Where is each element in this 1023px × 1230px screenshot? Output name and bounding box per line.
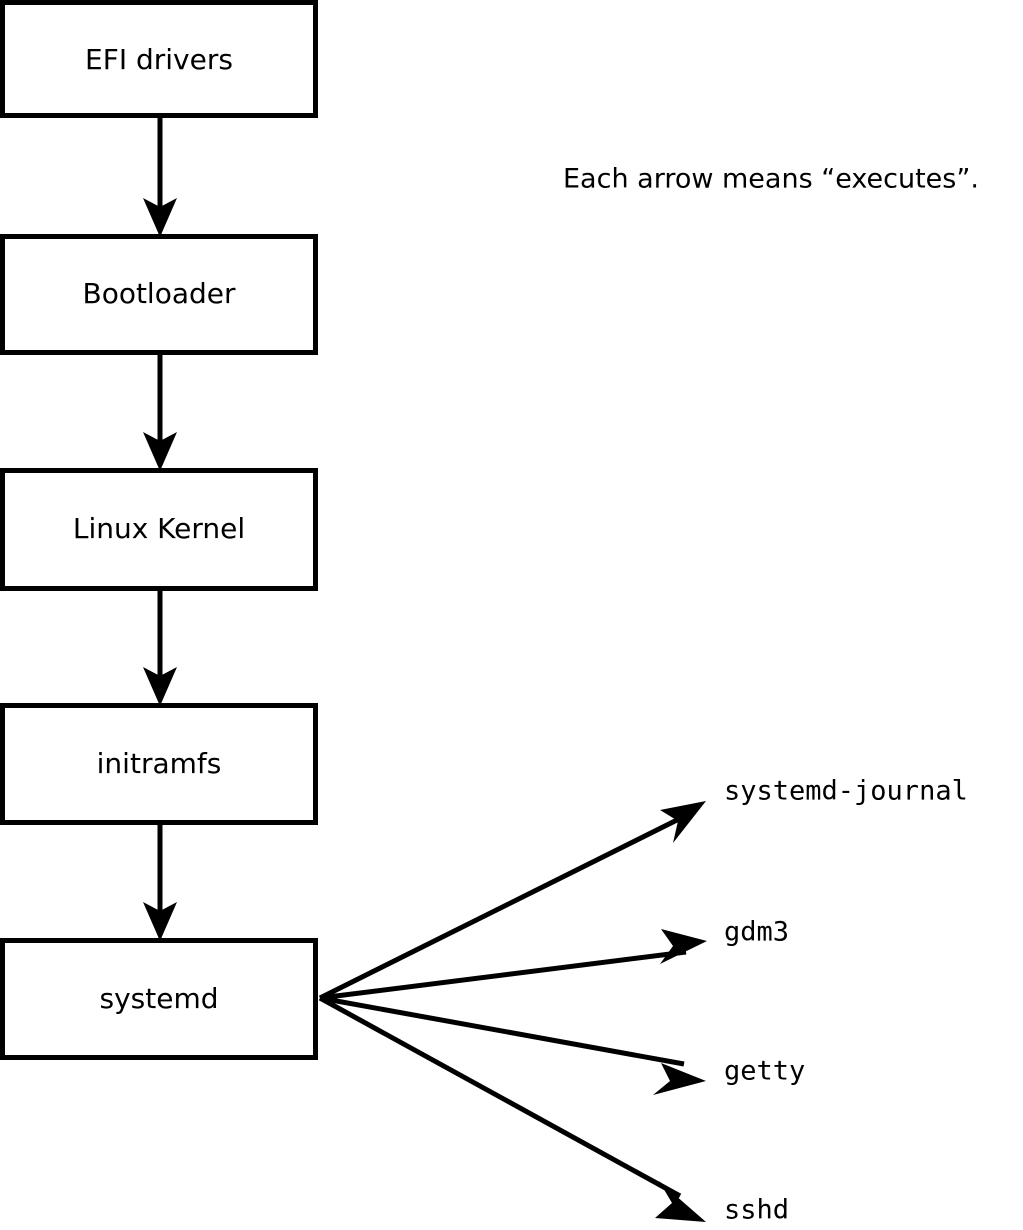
arrow-head-icon bbox=[143, 667, 177, 706]
fan-arrow-getty bbox=[319, 995, 706, 1095]
node-bootloader[interactable]: Bootloader bbox=[0, 234, 318, 355]
node-label-initramfs: initramfs bbox=[97, 747, 222, 780]
node-label-efi-drivers: EFI drivers bbox=[85, 43, 233, 76]
node-box-systemd[interactable] bbox=[0, 938, 318, 1060]
chain-arrow-efi-to-bootloader bbox=[143, 116, 177, 237]
arrow-head-icon bbox=[143, 902, 177, 941]
arrow-head-icon bbox=[660, 929, 707, 964]
node-label-linux-kernel: Linux Kernel bbox=[73, 512, 245, 545]
node-label-systemd: systemd bbox=[100, 982, 219, 1015]
node-label-bootloader: Bootloader bbox=[82, 277, 236, 310]
node-efi-drivers[interactable]: EFI drivers bbox=[0, 0, 318, 118]
service-label-systemd-journal: systemd-journal bbox=[724, 776, 968, 807]
service-label-gdm3: gdm3 bbox=[724, 917, 789, 948]
node-box-initramfs[interactable] bbox=[0, 703, 318, 825]
chain-arrow-initramfs-to-systemd bbox=[143, 823, 177, 941]
arrow-head-icon bbox=[655, 1181, 706, 1222]
node-systemd[interactable]: systemd bbox=[0, 938, 318, 1060]
chain-arrow-kernel-to-initramfs bbox=[143, 589, 177, 706]
chain-arrow-bootloader-to-kernel bbox=[143, 353, 177, 471]
node-box-linux-kernel[interactable] bbox=[0, 468, 318, 591]
node-linux-kernel[interactable]: Linux Kernel bbox=[0, 468, 318, 591]
service-label-sshd: sshd bbox=[724, 1195, 789, 1226]
legend-caption: Each arrow means “executes”. bbox=[563, 164, 979, 195]
arrow-head-icon bbox=[653, 1063, 706, 1095]
arrow-head-icon bbox=[143, 198, 177, 237]
arrow-head-icon bbox=[143, 432, 177, 471]
service-label-getty: getty bbox=[724, 1056, 805, 1087]
node-box-bootloader[interactable] bbox=[0, 234, 318, 355]
node-initramfs[interactable]: initramfs bbox=[0, 703, 318, 825]
fan-arrow-systemd-journal bbox=[318, 801, 706, 1001]
fan-arrow-sshd bbox=[318, 995, 706, 1222]
arrow-head-icon bbox=[660, 801, 706, 843]
fan-arrow-gdm3 bbox=[319, 929, 707, 1001]
node-box-efi-drivers[interactable] bbox=[0, 0, 318, 118]
